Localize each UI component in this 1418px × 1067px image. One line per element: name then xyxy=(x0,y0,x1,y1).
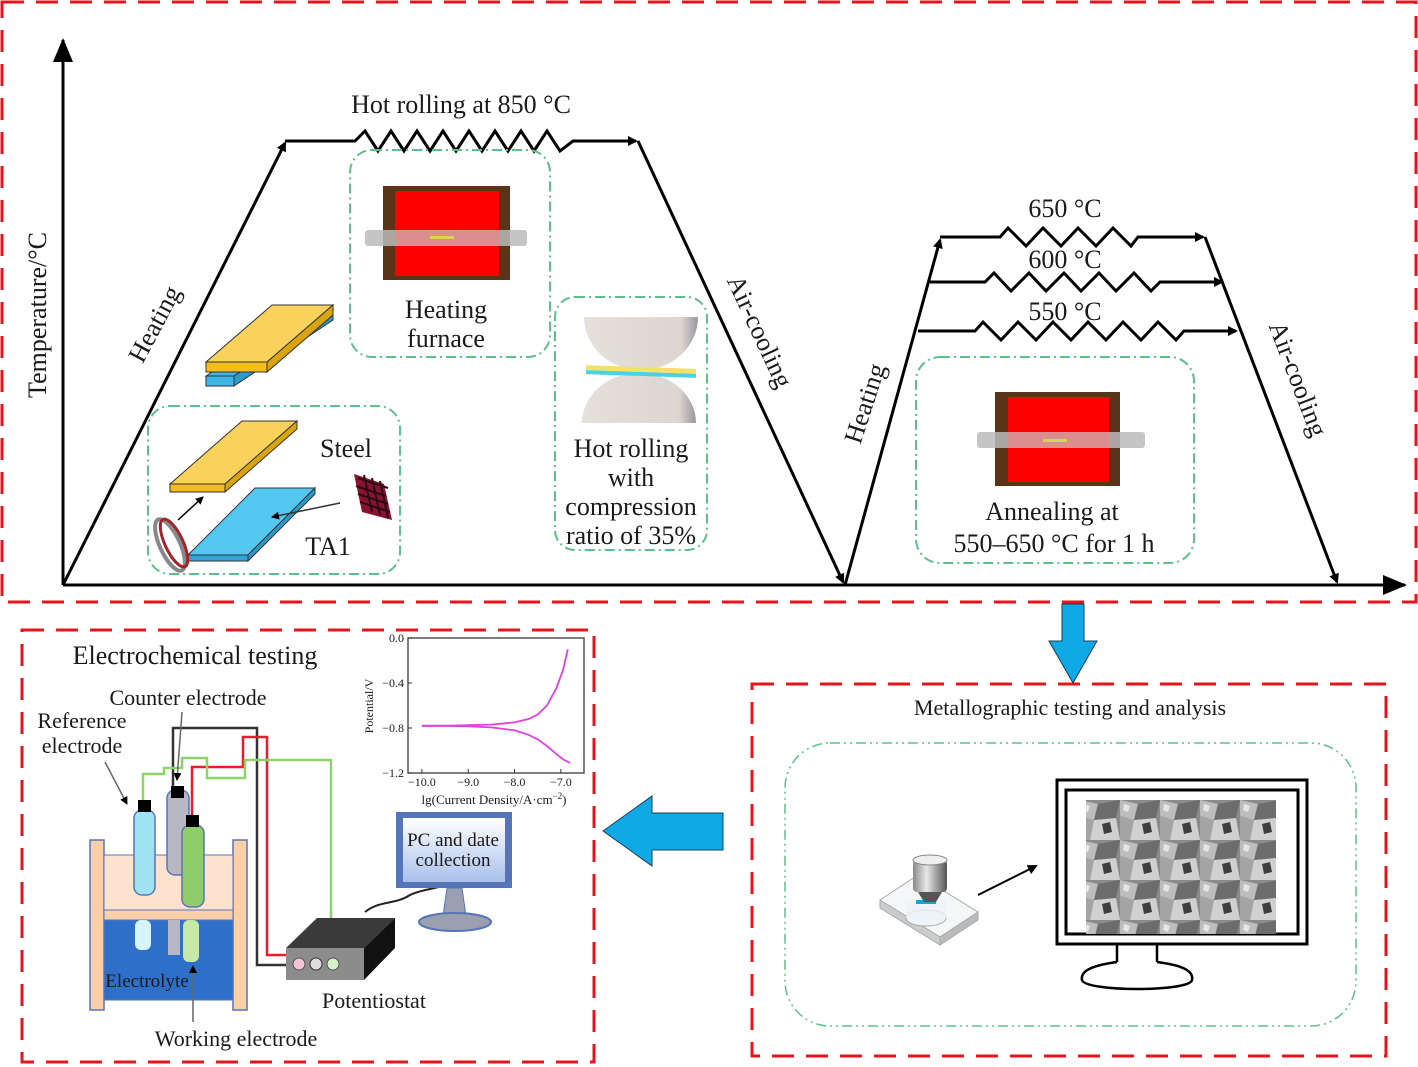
pc-label-line1: PC and date xyxy=(407,830,499,851)
counter-wire xyxy=(171,726,298,967)
anneal-temp-600: 600 °C xyxy=(1028,245,1101,274)
ta1-sheet-icon xyxy=(354,474,392,520)
reference-electrode-label-line2: electrode xyxy=(42,733,123,758)
hot-rolling-label: Hot rolling at 850 °C xyxy=(351,90,571,119)
chart-x-label-main: lg(Current Density/A·cm xyxy=(422,792,553,807)
ta1-arrow xyxy=(271,502,341,520)
left-flow-arrow xyxy=(602,795,724,867)
rolling-box xyxy=(554,296,708,551)
ta1-label: TA1 xyxy=(305,532,351,561)
electrochemical-title: Electrochemical testing xyxy=(73,641,318,670)
bonded-plate-icon xyxy=(204,303,335,387)
materials-box xyxy=(147,405,401,575)
process-frame xyxy=(0,0,1418,604)
rolling-label-line1: Hot rolling xyxy=(574,434,689,463)
chart-x-label-close: ) xyxy=(562,792,566,807)
reference-pointer xyxy=(104,761,128,805)
pc-label-line2: collection xyxy=(416,850,491,871)
chart-x-tick-label: −9.0 xyxy=(457,775,479,789)
furnace-label-line2: furnace xyxy=(407,324,485,353)
steel-coil-icon xyxy=(153,517,190,573)
annealing-box xyxy=(915,356,1195,564)
y-axis-label: Temperature/°C xyxy=(23,232,52,398)
chart-plot-area xyxy=(407,637,585,774)
annealing-label-line2: 550–650 °C for 1 h xyxy=(953,529,1154,558)
chart-series-cathodic-branch xyxy=(421,724,571,764)
polarization-chart: Potential/V lg(Current Density/A·cm−2) −… xyxy=(362,631,585,807)
reference-wire xyxy=(141,756,333,965)
steel-label: Steel xyxy=(320,434,372,463)
rolling-label-line2: with xyxy=(608,463,654,492)
chart-x-tick-label: −7.0 xyxy=(550,775,572,789)
micrograph-image xyxy=(1086,800,1276,934)
potentiostat-label: Potentiostat xyxy=(322,988,426,1013)
down-flow-arrow xyxy=(1048,603,1098,685)
air-cooling-ramp-1 xyxy=(636,140,845,584)
chart-y-label: Potential/V xyxy=(362,678,376,733)
electrolyte-label: Electrolyte xyxy=(105,971,188,992)
working-wire xyxy=(190,735,290,957)
reference-electrode-label-line1: Reference xyxy=(37,708,126,733)
chart-x-label: lg(Current Density/A·cm−2) xyxy=(422,791,567,807)
anneal-650-zigzag xyxy=(940,225,1205,249)
hot-rolling-mill-icon xyxy=(582,317,698,423)
furnace-label-line1: Heating xyxy=(405,295,487,324)
annealing-label-line1: Annealing at xyxy=(985,497,1119,526)
ta1-plate-icon xyxy=(186,486,317,563)
chart-y-tick-label: −0.8 xyxy=(382,721,404,735)
counter-electrode-label: Counter electrode xyxy=(110,685,267,710)
chart-y-tick-label: −1.2 xyxy=(382,766,404,780)
microscope-sample-icon xyxy=(879,854,979,946)
chart-y-tick-label: 0.0 xyxy=(389,631,404,645)
chart-x-tick-label: −10.0 xyxy=(408,775,436,789)
chart-x-tick-label: −8.0 xyxy=(504,775,526,789)
metallographic-inner-box xyxy=(784,742,1357,1027)
potentiostat-icon xyxy=(286,918,395,980)
heating-ramp-1 xyxy=(61,141,287,586)
anneal-temp-650: 650 °C xyxy=(1028,194,1101,223)
steel-arrow xyxy=(177,496,204,521)
chart-y-tick-label: −0.4 xyxy=(382,676,404,690)
rolling-label-line4: ratio of 35% xyxy=(566,521,696,550)
electrochemical-frame xyxy=(20,628,596,1064)
heating-label-1: Heating xyxy=(122,281,186,367)
pc-monitor-icon xyxy=(364,812,512,932)
counter-pointer xyxy=(173,711,183,781)
metallographic-title: Metallographic testing and analysis xyxy=(914,695,1226,720)
furnace-box xyxy=(349,149,551,358)
heating-ramp-2 xyxy=(843,238,943,586)
air-cooling-label-2: Air-cooling xyxy=(1263,317,1333,440)
air-cooling-ramp-2 xyxy=(1203,236,1339,584)
rolling-label-line3: compression xyxy=(565,492,696,521)
anneal-600-zigzag xyxy=(930,270,1224,294)
heating-label-2: Heating xyxy=(838,360,891,447)
anneal-temp-550: 550 °C xyxy=(1028,297,1101,326)
hot-rolling-zigzag xyxy=(285,128,638,154)
heating-furnace-icon xyxy=(365,186,527,280)
annealing-furnace-icon xyxy=(977,392,1145,486)
anneal-550-zigzag xyxy=(918,319,1238,343)
electrochemical-cell-icon xyxy=(89,786,248,1011)
air-cooling-label-1: Air-cooling xyxy=(721,271,798,393)
monitor-micrograph-icon xyxy=(1055,778,1309,991)
chart-x-label-exp: −2 xyxy=(553,791,563,801)
steel-plate-icon xyxy=(168,419,299,494)
metallo-arrow xyxy=(977,865,1038,896)
working-electrode-label: Working electrode xyxy=(155,1026,318,1051)
metallographic-frame xyxy=(750,682,1388,1058)
